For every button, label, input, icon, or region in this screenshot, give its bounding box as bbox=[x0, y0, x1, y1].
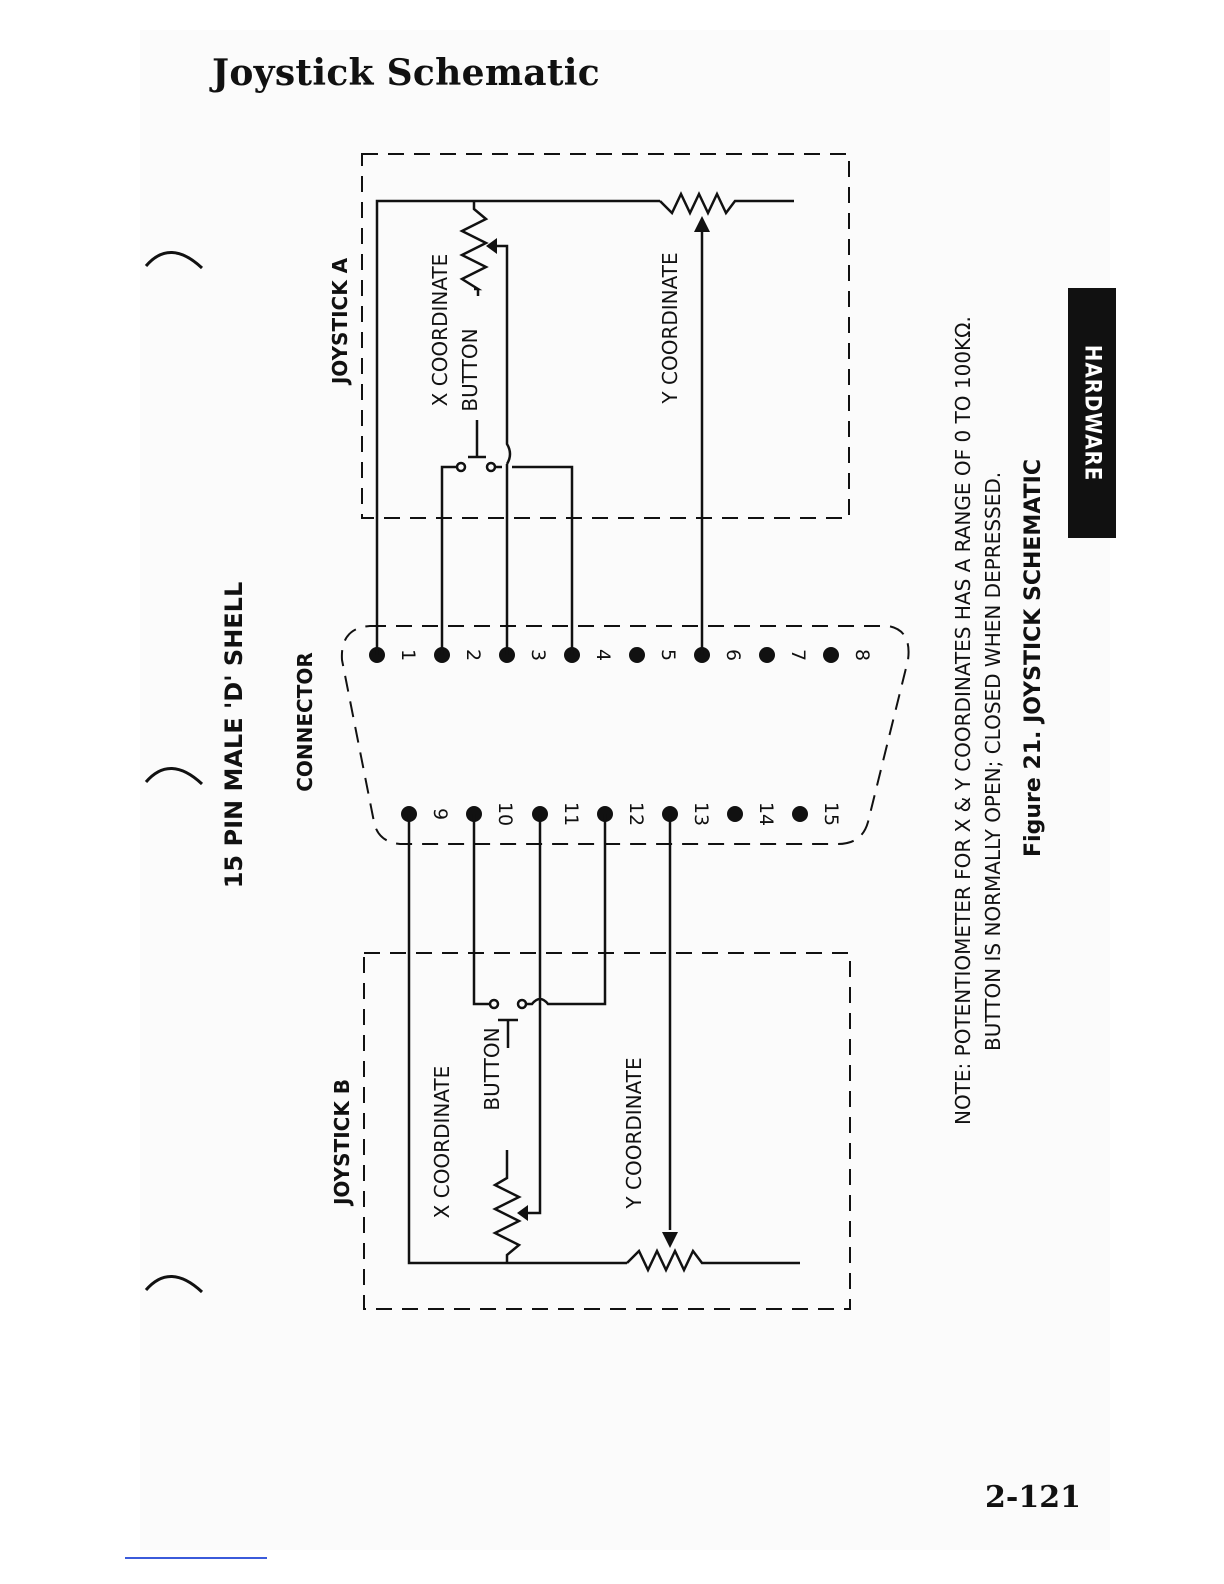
joystick-a-title: JOYSTICK A bbox=[328, 257, 352, 386]
pin-label: 1 bbox=[397, 649, 419, 661]
x-potentiometer-b bbox=[492, 1150, 522, 1263]
shell-label: 15 PIN MALE 'D' SHELL bbox=[220, 582, 248, 889]
figure-caption: Figure 21. JOYSTICK SCHEMATIC bbox=[1021, 459, 1046, 857]
binder-hole-mark bbox=[144, 251, 204, 270]
page-title: Joystick Schematic bbox=[212, 52, 600, 94]
joystick-b-wiring bbox=[407, 814, 800, 1273]
x-potentiometer-a bbox=[459, 201, 489, 291]
pin-label: 15 bbox=[820, 802, 842, 826]
note-line-2: BUTTON IS NORMALLY OPEN; CLOSED WHEN DEP… bbox=[981, 472, 1005, 1051]
page-background bbox=[140, 30, 1110, 1550]
pin-label: 14 bbox=[755, 802, 777, 826]
joystick-b-title: JOYSTICK B bbox=[330, 1079, 354, 1207]
footer-rule bbox=[125, 1557, 267, 1559]
connector-label: CONNECTOR bbox=[293, 652, 317, 792]
y-potentiometer-a bbox=[659, 191, 794, 216]
pin-label: 4 bbox=[592, 649, 614, 661]
joystick-a-wiring bbox=[375, 191, 794, 655]
joystick-a-y-label: Y COORDINATE bbox=[658, 252, 682, 404]
pin-8 bbox=[823, 647, 839, 663]
pin-15 bbox=[792, 806, 808, 822]
pin-label: 12 bbox=[625, 802, 647, 826]
note-line-1: NOTE: POTENTIOMETER FOR X & Y COORDINATE… bbox=[951, 316, 975, 1125]
pin-7 bbox=[759, 647, 775, 663]
d-shell-connector-outline bbox=[340, 625, 910, 845]
pin-label: 11 bbox=[560, 802, 582, 826]
joystick-a-x-label: X COORDINATE bbox=[428, 254, 452, 407]
y-wiper-arrow-a bbox=[694, 216, 710, 232]
pin-label: 8 bbox=[851, 649, 873, 661]
pin-label: 9 bbox=[429, 808, 451, 820]
joystick-b-enclosure bbox=[363, 952, 851, 1310]
y-potentiometer-b bbox=[626, 1248, 800, 1273]
joystick-b-y-label: Y COORDINATE bbox=[622, 1057, 646, 1209]
joystick-a-enclosure bbox=[361, 153, 850, 519]
pin-label: 6 bbox=[722, 649, 744, 661]
pin-label: 7 bbox=[787, 649, 809, 661]
pin-label: 13 bbox=[690, 802, 712, 826]
pin-label: 2 bbox=[462, 649, 484, 661]
binder-hole-mark bbox=[144, 1275, 204, 1294]
joystick-b-x-label: X COORDINATE bbox=[430, 1066, 454, 1219]
x-wiper-arrow-a bbox=[486, 238, 497, 254]
x-wiper-arrow-b bbox=[517, 1205, 528, 1221]
section-tab bbox=[1068, 288, 1116, 538]
pin-label: 10 bbox=[494, 802, 516, 826]
pin-5 bbox=[629, 647, 645, 663]
pin-label: 5 bbox=[657, 649, 679, 661]
joystick-a-button-label: BUTTON bbox=[458, 328, 482, 411]
joystick-b-button-label: BUTTON bbox=[480, 1027, 504, 1110]
page-number: 2-121 bbox=[985, 1480, 1081, 1515]
y-wiper-arrow-b bbox=[662, 1232, 678, 1248]
binder-hole-mark bbox=[144, 767, 204, 786]
pin-14 bbox=[727, 806, 743, 822]
pin-label: 3 bbox=[527, 649, 549, 661]
